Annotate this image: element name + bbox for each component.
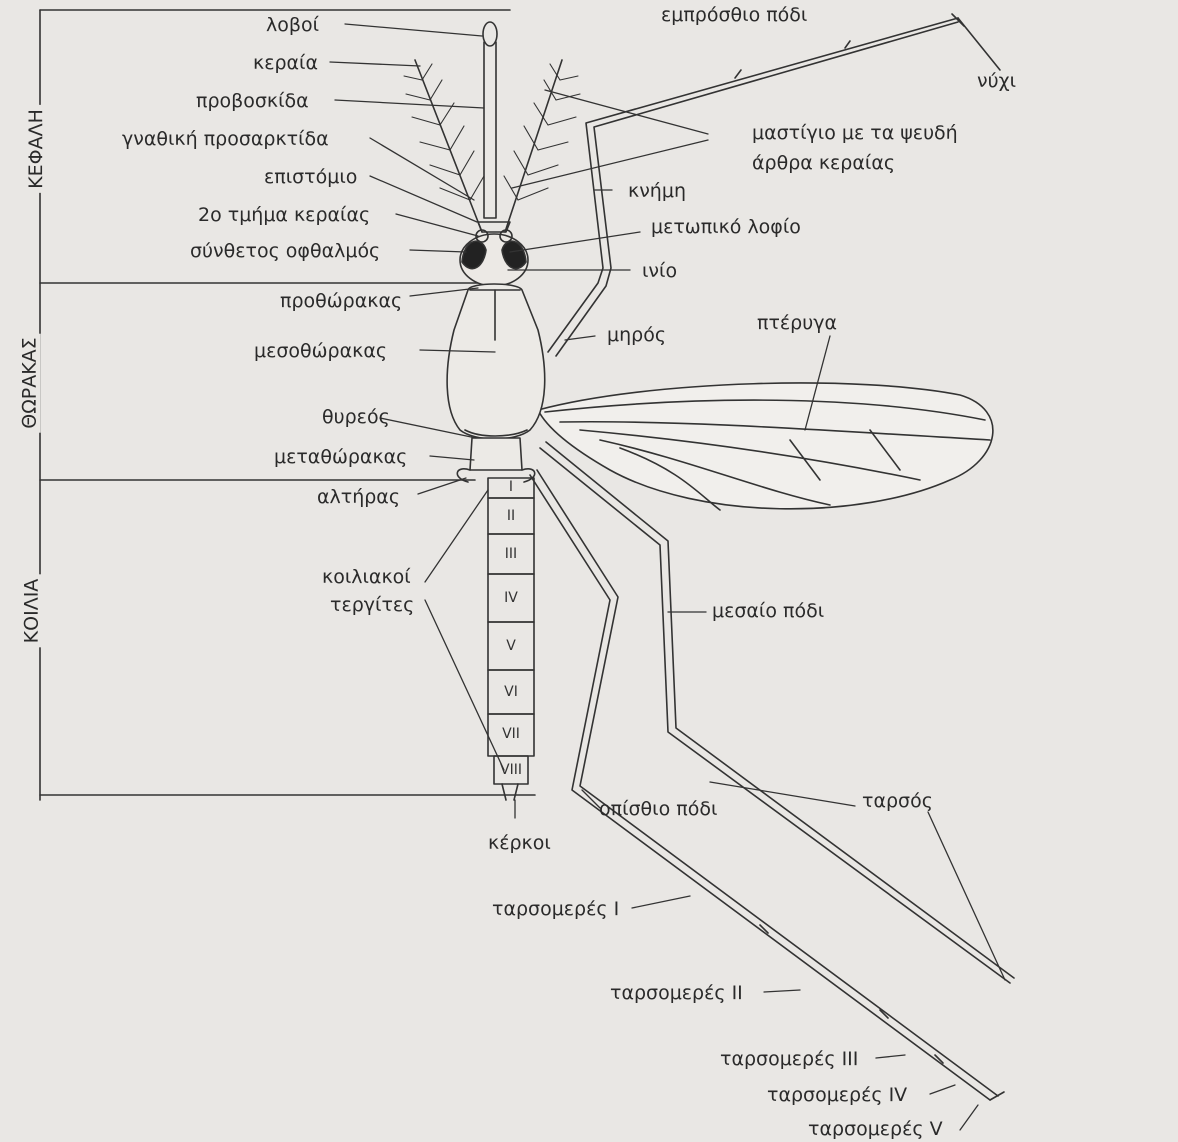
label-embrosthio: εμπρόσθιο πόδι (661, 4, 807, 26)
label-altiras: αλτήρας (317, 486, 400, 508)
label-ofthalmos: σύνθετος οφθαλμός (190, 240, 380, 262)
segment-label-4: IV (481, 590, 541, 606)
label-inio: ινίο (642, 260, 677, 282)
label-knimi: κνήμη (628, 180, 686, 202)
head (460, 222, 528, 286)
label-opisthio: οπίσθιο πόδι (599, 798, 717, 820)
segment-label-2: II (481, 508, 541, 524)
label-kerkoi: κέρκοι (488, 832, 551, 854)
label-tarsomeres-3: ταρσομερές ΙΙΙ (720, 1048, 858, 1070)
label-keraia: κεραία (253, 52, 318, 74)
label-tmima2: 2ο τμήμα κεραίας (198, 204, 370, 226)
label-proboskida: προβοσκίδα (196, 90, 309, 112)
label-tarsomeres-4: ταρσομερές ΙV (767, 1084, 907, 1106)
section-thorax-label: ΘΩΡΑΚΑΣ (19, 333, 41, 432)
segment-label-6: VI (481, 684, 541, 700)
section-head-label: ΚΕΦΑΛΗ (25, 105, 47, 193)
segment-label-3: III (481, 546, 541, 562)
label-mastigio-1: μαστίγιο με τα ψευδή (752, 122, 958, 144)
label-mesothorakas: μεσοθώρακας (254, 340, 387, 362)
label-mastigio-2: άρθρα κεραίας (752, 152, 895, 174)
label-miros: μηρός (607, 324, 666, 346)
label-tergites-2: τεργίτες (330, 594, 414, 616)
label-nychi: νύχι (977, 70, 1016, 92)
label-tarsos: ταρσός (862, 790, 933, 812)
label-tarsomeres-1: ταρσομερές Ι (492, 898, 619, 920)
segment-label-8: VIII (481, 762, 541, 778)
segment-label-1: I (481, 479, 541, 495)
label-lovoi: λοβοί (266, 14, 319, 36)
segment-label-7: VII (481, 726, 541, 742)
label-epistomio: επιστόμιο (264, 166, 357, 188)
label-tarsomeres-5: ταρσομερές V (808, 1118, 943, 1140)
front-leg (548, 14, 1000, 356)
label-mesaio: μεσαίο πόδι (712, 600, 824, 622)
hind-leg (530, 470, 1004, 1100)
thorax (447, 284, 545, 482)
segment-label-5: V (481, 638, 541, 654)
label-pteryga: πτέρυγα (757, 312, 837, 334)
label-metopiko: μετωπικό λοφίο (651, 216, 801, 238)
label-metathorakas: μεταθώρακας (274, 446, 407, 468)
label-gnathiki: γναθική προσαρκτίδα (122, 128, 329, 150)
label-tarsomeres-2: ταρσομερές ΙΙ (610, 982, 743, 1004)
label-tergites-1: κοιλιακοί (322, 566, 411, 588)
section-abdomen-label: ΚΟΙΛΙΑ (20, 575, 42, 648)
antennae (404, 60, 580, 232)
proboscis (483, 22, 497, 218)
label-thyreos: θυρεός (322, 406, 390, 428)
label-prothorakas: προθώρακας (280, 290, 402, 312)
